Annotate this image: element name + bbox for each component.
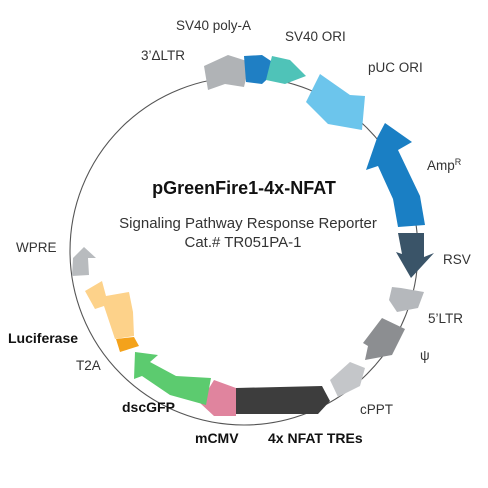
feature-psi-arrow — [363, 318, 405, 360]
backbone-circle — [69, 76, 419, 426]
feature-luciferase-arrow — [85, 281, 134, 339]
feature-dscgfp-arrow — [134, 352, 211, 405]
feature-wpre-arrow — [72, 247, 96, 276]
feature-nfat-tres-arrow — [236, 386, 330, 414]
label-cppt: cPPT — [360, 402, 393, 417]
feature-ampr-arrow — [366, 123, 425, 227]
label-puc-ori: pUC ORI — [368, 60, 423, 75]
plasmid-catalog: Cat.# TR051PA-1 — [184, 234, 301, 251]
plasmid-subtitle: Signaling Pathway Response Reporter — [119, 215, 377, 232]
feature-sv40-ori-arrow — [266, 56, 306, 84]
feature-rsv-arrow — [396, 233, 434, 278]
label-ampr-superscript: R — [455, 157, 462, 167]
label-wpre: WPRE — [16, 240, 57, 255]
feature-mcmv-arrow — [200, 380, 236, 416]
plasmid-title: pGreenFire1-4x-NFAT — [152, 178, 336, 198]
label-3ltr: 3’ΔLTR — [141, 48, 185, 63]
feature-t2a-arrow — [116, 337, 139, 352]
label-sv40-polya: SV40 poly-A — [176, 18, 251, 33]
label-sv40-ori: SV40 ORI — [285, 29, 346, 44]
feature-5ltr-arrow — [389, 287, 424, 312]
label-luciferase: Luciferase — [8, 330, 78, 346]
feature-cppt-arrow — [330, 362, 365, 397]
label-ampr-text: Amp — [427, 158, 455, 173]
label-5ltr: 5’LTR — [428, 311, 463, 326]
label-mcmv: mCMV — [195, 430, 239, 446]
label-ampr: AmpR — [427, 157, 462, 173]
label-t2a: T2A — [76, 358, 101, 373]
label-rsv: RSV — [443, 252, 471, 267]
label-dscgfp: dscGFP — [122, 399, 175, 415]
label-nfat-tres: 4x NFAT TREs — [268, 430, 363, 446]
feature-puc-ori-arrow — [306, 74, 365, 130]
feature-3ltr-arrow — [204, 55, 250, 90]
label-psi: ψ — [420, 348, 430, 363]
